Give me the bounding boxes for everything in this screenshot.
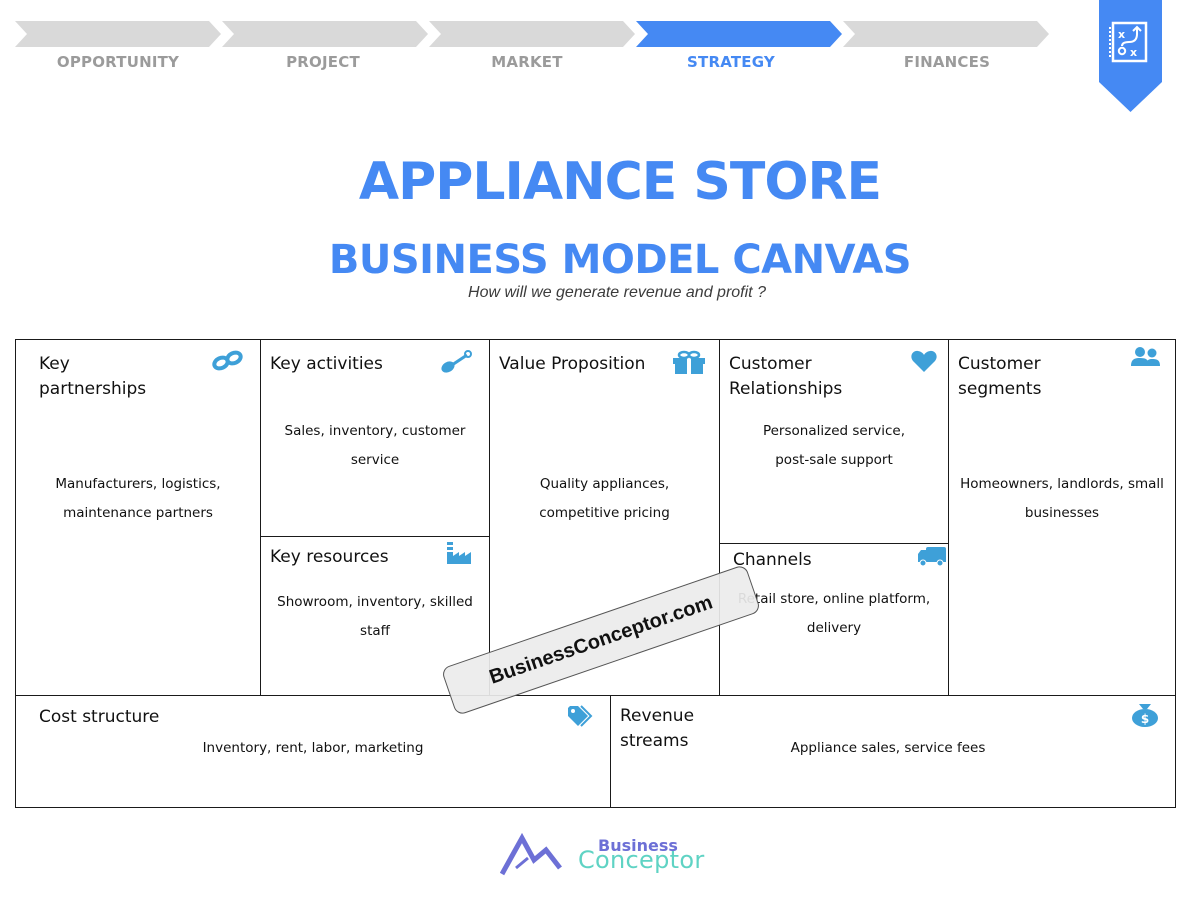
cell-body: Sales, inventory, customer service <box>261 417 489 475</box>
cell-body-line: businesses <box>1024 505 1100 521</box>
svg-text:x: x <box>1130 46 1137 59</box>
cell-title: Customer segments <box>958 352 1041 402</box>
cell-body-line: post-sale support <box>775 452 893 468</box>
cell-title: Cost structure <box>39 707 160 727</box>
cell-title-line: segments <box>958 379 1042 399</box>
step-label-market[interactable]: MARKET <box>491 53 563 71</box>
cell-title: Customer Relationships <box>729 352 842 402</box>
cell-body: Manufacturers, logistics, maintenance pa… <box>16 470 260 528</box>
gift-icon <box>672 350 706 376</box>
page-subtitle: BUSINESS MODEL CANVAS <box>328 237 912 283</box>
step-project[interactable] <box>222 21 428 47</box>
money-bag-icon: $ <box>1128 702 1162 728</box>
cell-key-partnerships[interactable]: Key partnerships Manufacturers, logistic… <box>15 339 261 696</box>
step-label-opportunity[interactable]: OPPORTUNITY <box>56 53 180 71</box>
cell-body-line: competitive pricing <box>539 505 670 521</box>
cell-body: Quality appliances, competitive pricing <box>490 470 719 528</box>
cell-body-line: Quality appliances, <box>539 476 670 492</box>
step-arrow-shape <box>429 21 635 47</box>
strategy-badge: x x <box>1099 0 1162 112</box>
logo-text-business: Business <box>598 836 678 855</box>
cell-body: Personalized service, post-sale support <box>720 417 948 475</box>
chain-link-icon <box>210 349 244 375</box>
cell-body-line: delivery <box>806 620 862 636</box>
step-arrow-shape <box>15 21 221 47</box>
cell-body: Retail store, online platform, delivery <box>720 585 948 643</box>
cell-body-line: Showroom, inventory, skilled <box>277 594 473 610</box>
step-arrow-shape <box>843 21 1049 47</box>
cell-title: Channels <box>733 550 812 570</box>
cell-body-line: Manufacturers, logistics, <box>55 476 221 492</box>
cell-title-line: Key <box>39 354 70 374</box>
heart-icon <box>910 350 944 376</box>
step-finances[interactable] <box>843 21 1049 47</box>
progress-stepper <box>15 21 1055 47</box>
factory-icon <box>445 540 479 566</box>
cell-body-line: Personalized service, <box>762 423 906 439</box>
cell-cost-structure[interactable]: Cost structure Inventory, rent, labor, m… <box>15 695 611 808</box>
logo-text-conceptor: Conceptor <box>578 846 705 874</box>
cell-body-line: maintenance partners <box>63 505 213 521</box>
cell-title: Key resources <box>270 547 389 567</box>
step-opportunity[interactable] <box>15 21 221 47</box>
mountain-logo-icon <box>500 832 562 876</box>
cell-body-line: Homeowners, landlords, small <box>960 476 1164 492</box>
svg-text:$: $ <box>1141 712 1149 726</box>
cell-title: Revenue streams <box>620 704 694 754</box>
users-icon <box>1129 346 1163 372</box>
svg-text:x: x <box>1118 28 1125 41</box>
cell-title: Key partnerships <box>39 352 146 402</box>
business-model-canvas: Key partnerships Manufacturers, logistic… <box>15 339 1176 808</box>
cell-body: Appliance sales, service fees <box>790 740 986 756</box>
step-arrow-shape <box>222 21 428 47</box>
page-title: APPLIANCE STORE <box>358 152 882 212</box>
cell-title-line: streams <box>620 731 689 751</box>
step-label-finances[interactable]: FINANCES <box>903 53 991 71</box>
cell-body: Showroom, inventory, skilled staff <box>261 588 489 646</box>
cell-body-line: service <box>350 452 400 468</box>
cell-body-line: Retail store, online platform, <box>737 591 931 607</box>
cell-customer-relationships[interactable]: Customer Relationships Personalized serv… <box>719 339 949 544</box>
step-strategy[interactable] <box>636 21 842 47</box>
step-label-project[interactable]: PROJECT <box>286 53 360 71</box>
cell-body: Homeowners, landlords, small businesses <box>949 470 1175 528</box>
cell-title-line: partnerships <box>39 379 147 399</box>
cell-body-line: staff <box>360 623 390 639</box>
step-market[interactable] <box>429 21 635 47</box>
cell-title: Key activities <box>270 354 383 374</box>
cell-title-line: Customer <box>729 354 812 374</box>
cell-title-line: Relationships <box>729 379 843 399</box>
step-arrow-shape <box>636 21 842 47</box>
price-tag-icon <box>567 704 601 730</box>
cell-customer-segments[interactable]: Customer segments Homeowners, landlords,… <box>948 339 1176 696</box>
cell-channels[interactable]: Channels Retail store, online platform, … <box>719 543 949 696</box>
cell-key-activities[interactable]: Key activities Sales, inventory, custome… <box>260 339 490 537</box>
cell-body-line: Sales, inventory, customer <box>284 423 466 439</box>
truck-icon <box>916 544 950 570</box>
footer-logo: Business Conceptor <box>500 830 710 878</box>
step-label-strategy[interactable]: STRATEGY <box>687 53 775 71</box>
cell-body: Inventory, rent, labor, marketing <box>202 740 424 756</box>
strategy-board-icon: x x <box>1099 0 1162 112</box>
cell-title: Value Proposition <box>499 354 646 374</box>
cell-title-line: Customer <box>958 354 1041 374</box>
shovel-icon <box>439 349 473 375</box>
page-tagline: How will we generate revenue and profit … <box>468 284 766 301</box>
cell-revenue-streams[interactable]: Revenue streams $ Appliance sales, servi… <box>610 695 1176 808</box>
cell-title-line: Revenue <box>620 706 695 726</box>
